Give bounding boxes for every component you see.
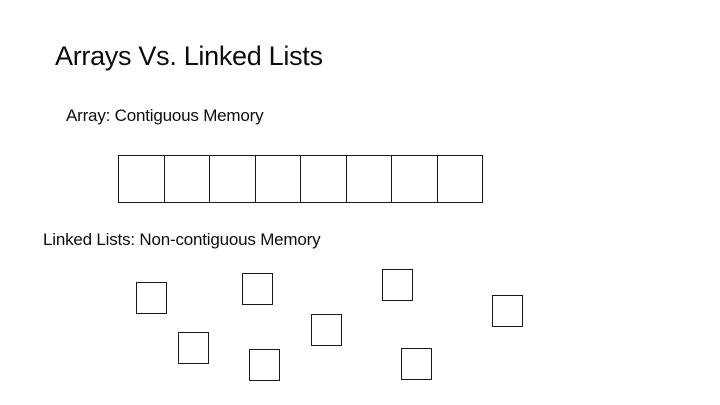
linked-list-memory-cell [492,295,523,327]
array-memory-cell [391,156,437,202]
linked-list-memory-cell [136,282,167,314]
array-memory-cell [119,156,164,202]
linked-list-memory-cell [242,273,273,305]
linked-list-memory-cell [382,269,413,301]
array-memory-cell [254,156,300,202]
array-memory-cell [436,156,482,202]
linked-list-memory-cell [401,348,432,380]
linked-list-memory-cell [311,314,342,346]
linked-list-memory-cell [178,332,209,364]
array-memory-cell [345,156,391,202]
slide-title: Arrays Vs. Linked Lists [55,41,323,71]
linked-list-section-label: Linked Lists: Non-contiguous Memory [43,230,321,249]
array-memory-cell [163,156,209,202]
linked-list-memory-cell [249,349,280,381]
array-contiguous-memory-row [118,155,483,203]
array-memory-cell [209,156,255,202]
array-section-label: Array: Contiguous Memory [66,106,264,125]
array-memory-cell [300,156,346,202]
